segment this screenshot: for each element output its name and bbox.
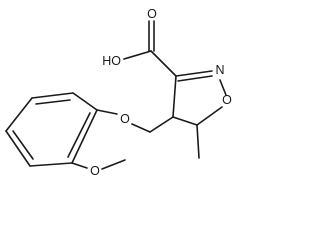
benzene-ring [5,92,98,167]
isoxazole-ring: N O [172,63,232,126]
oxymethyl-linker: O [96,109,174,133]
benzene-bond-6 [71,109,98,164]
bond-c4-ch2 [149,116,174,133]
benzene-inner-bond-1 [35,99,71,105]
bond-n2-o1 [219,79,227,96]
bond-ch2-ether-o [131,123,151,133]
bond-methoxy-o-ch3 [101,159,126,170]
bond-o1-c5 [196,106,223,126]
bond-ether-o-aryl [96,109,118,115]
methoxy-oxygen-label: O [90,164,100,178]
ring-oxygen-label: O [222,93,232,107]
ring-nitrogen-label: N [215,63,224,77]
bond-c3-n2-double-a [175,70,213,77]
benzene-inner-bond-2 [12,130,34,160]
carboxylic-acid-group: O HO [102,7,177,77]
carbonyl-oxygen-label: O [147,7,157,21]
bond-aryl-methoxy-o [71,162,88,169]
bond-carboxyl-hydroxyl [123,50,152,60]
chemical-structure: O HO N O O O [5,7,232,178]
benzene-bond-2 [31,92,74,99]
methoxy-group: O [71,159,126,178]
benzene-bond-5 [29,162,73,167]
benzene-bond-4 [5,130,31,167]
methyl-bond [196,124,200,159]
benzene-bond-1 [72,92,98,111]
ether-oxygen-label: O [120,112,130,126]
benzene-inner-bond-3 [67,112,91,158]
bond-c3-carboxyl [150,50,177,77]
benzene-bond-3 [5,97,33,132]
bond-c5-c4 [172,116,198,126]
hydroxyl-label: HO [102,54,121,68]
bond-c3-n2-double-b [177,75,213,82]
bond-c4-c3 [172,75,177,118]
